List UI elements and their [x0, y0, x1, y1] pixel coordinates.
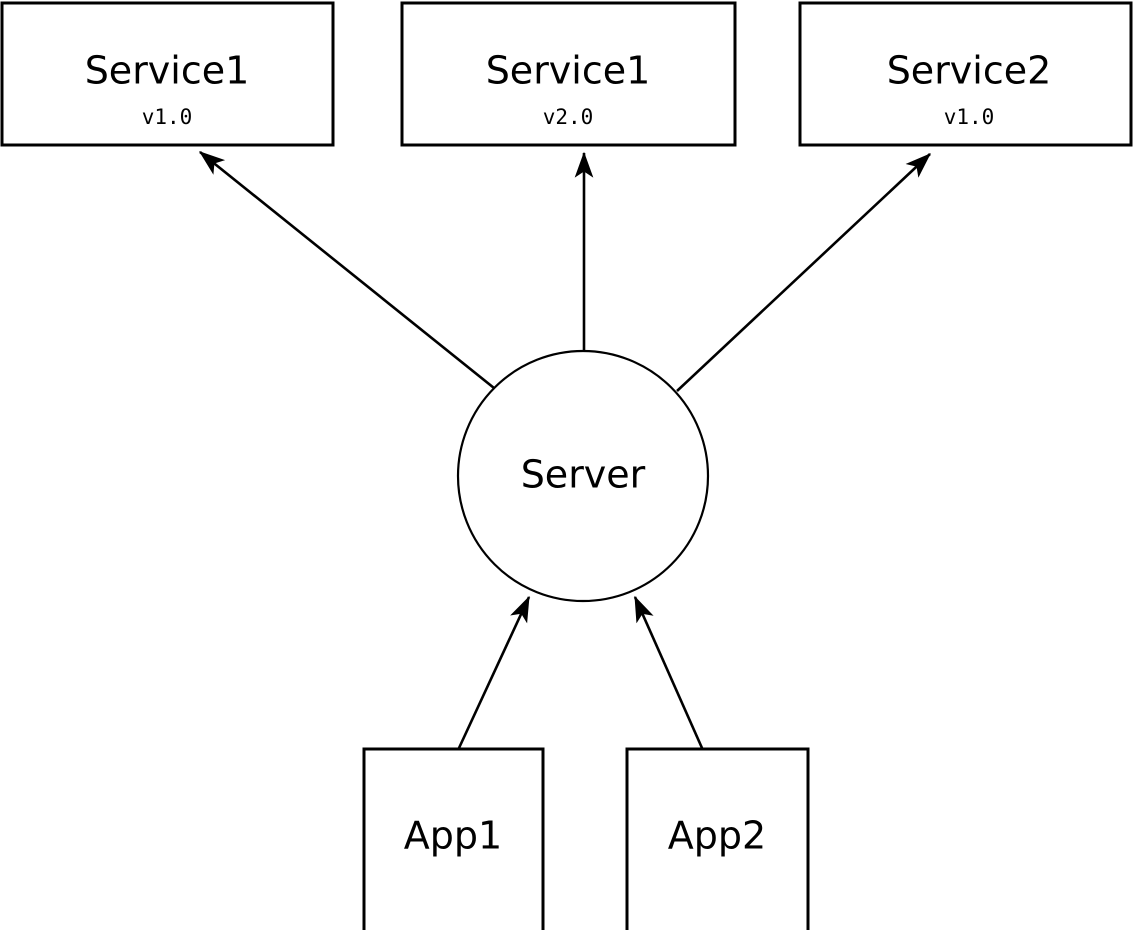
node-service2-v1-label: Service2: [887, 49, 1052, 93]
edge-group: [198, 150, 931, 749]
node-app1[interactable]: App1: [362, 747, 545, 930]
node-app1-label: App1: [404, 814, 502, 858]
node-server-label: Server: [521, 453, 646, 497]
node-server-circle[interactable]: [456, 349, 710, 603]
edge-app2-to-server[interactable]: [633, 595, 704, 749]
node-app2-label: App2: [668, 814, 766, 858]
node-service1-v2-version: v2.0: [543, 105, 594, 129]
node-service2-v1[interactable]: Service2 v1.0: [798, 1, 1133, 147]
node-service2-v1-box[interactable]: [798, 1, 1133, 147]
node-service1-v2-label: Service1: [486, 49, 651, 93]
node-service1-v2-box[interactable]: [400, 1, 737, 147]
node-service1-v1[interactable]: Service1 v1.0: [0, 1, 335, 147]
node-service1-v1-label: Service1: [85, 49, 250, 93]
edge-server-to-service1-v1[interactable]: [198, 150, 495, 390]
node-service2-v1-version: v1.0: [944, 105, 995, 129]
node-service1-v1-version: v1.0: [142, 105, 193, 129]
edge-server-to-service2-v1[interactable]: [676, 153, 931, 392]
node-service1-v1-box[interactable]: [0, 1, 335, 147]
node-app1-box[interactable]: [362, 747, 545, 930]
node-app2[interactable]: App2: [625, 747, 810, 930]
node-server[interactable]: Server: [456, 349, 710, 603]
node-app2-box[interactable]: [625, 747, 810, 930]
node-service1-v2[interactable]: Service1 v2.0: [400, 1, 737, 147]
edge-app1-to-server[interactable]: [457, 595, 531, 749]
